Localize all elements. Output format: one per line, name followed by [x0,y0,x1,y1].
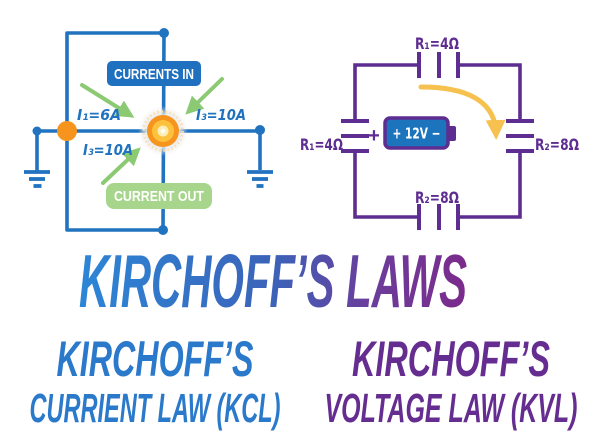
kcl-subtitle-line2: CURRIENT LAW (KCL) [30,385,281,431]
kcl-subtitle-block: KIRCHOFF’S CURRIENT LAW (KCL) [30,332,281,431]
kvl-subtitle-line2: VOLTAGE LAW (KVL) [325,385,578,431]
resistor-bottom-icon [417,204,460,230]
ground-left-icon [24,170,50,188]
kvl-wires [353,63,522,219]
main-title-block: KIRCHOFF’S LAWS [79,239,467,318]
current-arrows [80,77,224,185]
node-glow-icon [138,106,188,156]
current-out-badge: CURRENT OUT [106,183,212,209]
current-out-label: CURRENT OUT [114,188,204,205]
wire-loop [353,63,522,219]
junction-dot-right [255,125,265,135]
currents-in-badge: CURRENTS IN [107,61,201,86]
resistor-elements [341,52,534,230]
current-arrow-bottom-left-icon [101,147,141,185]
currents-in-label: CURRENTS IN [114,66,194,83]
battery-icon: + + 12V − [368,116,456,150]
resistor-right-icon [506,119,534,153]
kcl-diagram: CURRENTS IN CURRENT OUT I₁=6A I₃=10A I₃=… [24,28,273,235]
kvl-subtitle-line1: KIRCHOFF’S [352,332,550,387]
kvl-subtitle-block: KIRCHOFF’S VOLTAGE LAW (KVL) [325,332,578,431]
current-arrow-top-left-icon [80,83,135,118]
resistor-label-right: R₂=8Ω [535,135,579,154]
current-arrow-right-icon [185,77,224,115]
resistor-left-icon [341,119,369,153]
battery-plus-sign: + [368,125,380,147]
battery-voltage-label: + 12V − [393,125,441,143]
kcl-subtitle-line1: KIRCHOFF’S [57,332,254,387]
current-label-i3-right: I₃=10A [196,106,246,124]
kvl-diagram: + + 12V − R₁=4Ω R₁=4Ω R₂=8Ω R₂=8Ω [300,34,579,230]
page-title: KIRCHOFF’S LAWS [79,239,467,318]
ground-right-icon [247,170,273,188]
resistor-label-top: R₁=4Ω [415,34,459,53]
resistor-top-icon [417,52,460,78]
orange-node-dot [57,121,77,141]
junction-dot-left [32,126,42,136]
resistor-label-left: R₁=4Ω [300,135,343,154]
junction-dot-top [159,28,169,38]
junction-dot-bottom [158,225,168,235]
current-label-i3-bottom-left: I₃=10A [83,141,133,159]
resistor-label-bottom: R₂=8Ω [415,188,459,207]
loop-direction-arrow-icon [418,84,506,140]
current-label-i1: I₁=6A [77,106,121,124]
